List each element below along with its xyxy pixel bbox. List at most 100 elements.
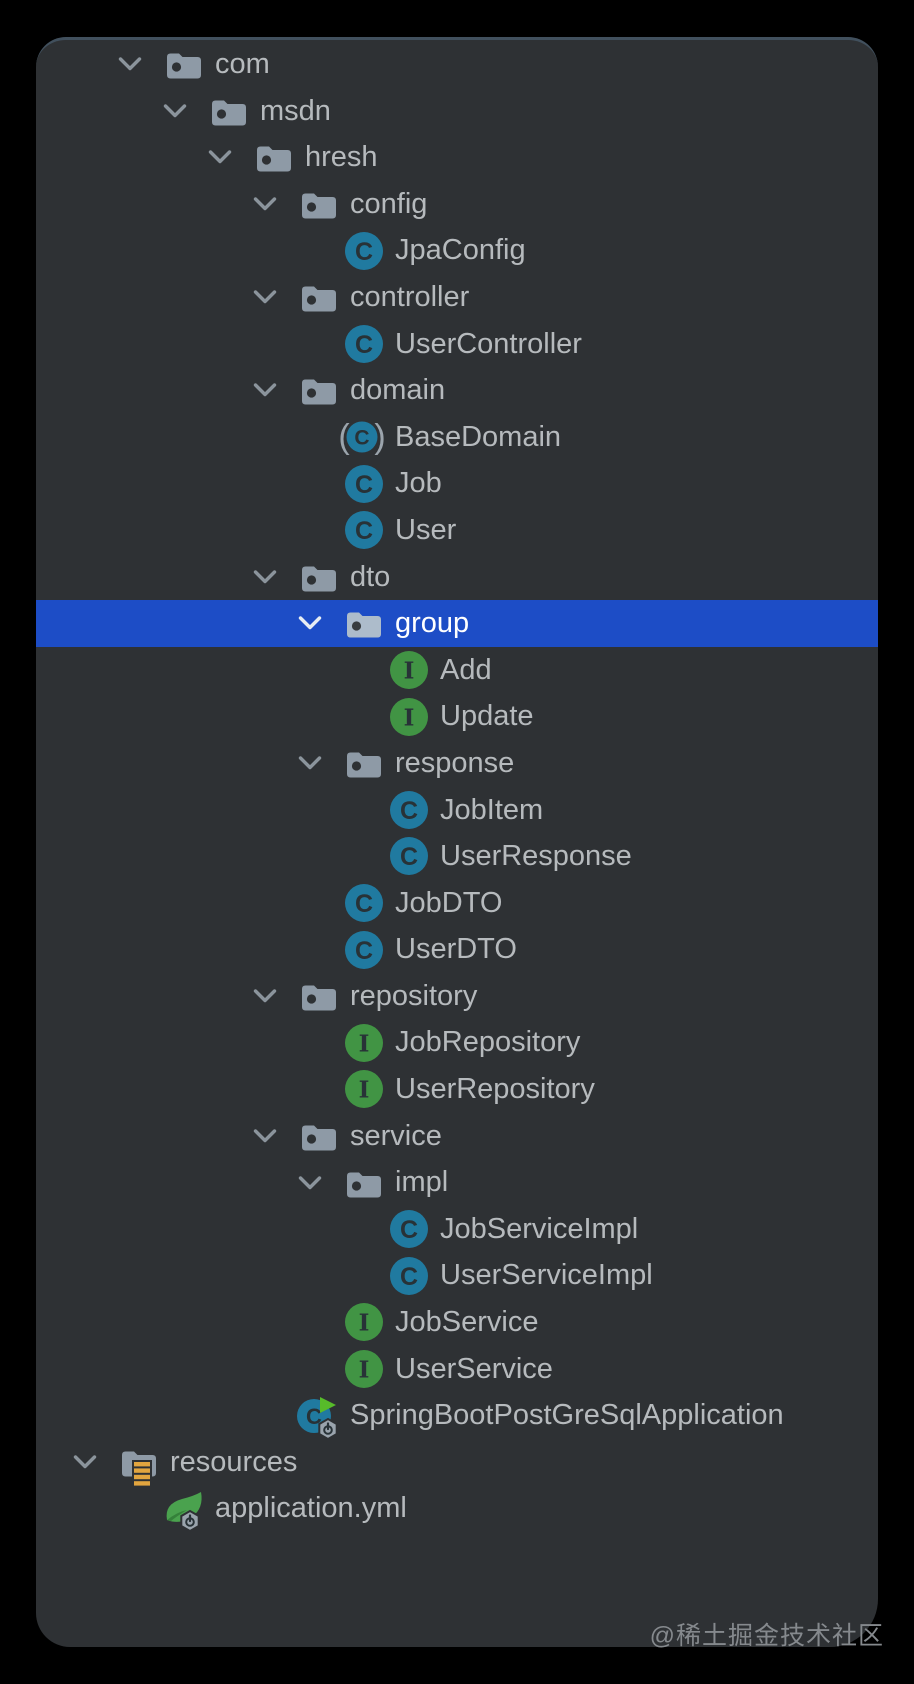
project-tree-panel: com msdn hresh config [36, 37, 878, 1647]
svg-text:I: I [404, 704, 415, 731]
tree-row-application.yml[interactable]: application.yml [36, 1485, 878, 1532]
tree-row-basedomain[interactable]: ( C ) BaseDomain [36, 414, 878, 461]
tree-row-update[interactable]: I Update [36, 693, 878, 740]
chevron-down-icon[interactable] [253, 1129, 277, 1143]
class-icon: C [390, 790, 428, 830]
tree-row-userservice[interactable]: I UserService [36, 1346, 878, 1393]
interface-icon: I [345, 1023, 383, 1063]
tree-row-response[interactable]: response [36, 740, 878, 787]
chevron-down-icon[interactable] [73, 1455, 97, 1469]
tree-row-resources[interactable]: resources [36, 1439, 878, 1487]
resources-folder-icon [120, 1442, 158, 1487]
folder-icon [300, 370, 338, 410]
tree-item-label: JobItem [440, 793, 544, 826]
interface-icon: I [345, 1069, 383, 1109]
chevron-down-icon[interactable] [163, 104, 187, 118]
interface-icon: I [345, 1349, 383, 1389]
folder-icon [300, 557, 338, 597]
chevron-down-icon[interactable] [298, 756, 322, 770]
tree-row-jpaconfig[interactable]: C JpaConfig [36, 227, 878, 274]
tree-item-label: application.yml [215, 1492, 407, 1525]
chevron-down-icon[interactable] [253, 290, 277, 304]
chevron-down-icon[interactable] [253, 383, 277, 397]
tree-row-service[interactable]: service [36, 1113, 878, 1160]
tree-item-label: com [215, 48, 270, 80]
tree-item-label: Update [440, 700, 534, 733]
chevron-down-icon[interactable] [253, 989, 277, 1003]
svg-text:I: I [404, 658, 415, 685]
class-icon: C [390, 1256, 428, 1296]
chevron-down-icon[interactable] [253, 197, 277, 211]
spring-config-icon [165, 1489, 203, 1532]
svg-text:C: C [355, 890, 373, 918]
tree-row-domain[interactable]: domain [36, 367, 878, 414]
tree-row-jobitem[interactable]: C JobItem [36, 787, 878, 834]
tree-row-jobrepository[interactable]: I JobRepository [36, 1019, 878, 1066]
tree-row-springbootpostgresqlapplication[interactable]: C SpringBootPostGreSqlApplication [36, 1392, 878, 1440]
svg-text:C: C [400, 843, 418, 871]
tree-item-label: UserResponse [440, 840, 632, 873]
svg-text:I: I [359, 1077, 370, 1104]
svg-text:C: C [306, 1404, 322, 1429]
tree-item-label: JobDTO [395, 886, 503, 919]
tree-item-label: Job [395, 467, 442, 500]
tree-item-label: dto [350, 560, 391, 593]
tree-item-label: hresh [305, 141, 378, 174]
class-icon: C [390, 836, 428, 876]
folder-icon [210, 91, 248, 131]
svg-text:C: C [355, 238, 373, 266]
folder-icon [165, 44, 203, 84]
tree-row-userserviceimpl[interactable]: C UserServiceImpl [36, 1252, 878, 1299]
tree-row-userdto[interactable]: C UserDTO [36, 926, 878, 973]
svg-text:C: C [355, 517, 373, 545]
chevron-down-icon[interactable] [118, 57, 142, 71]
tree-item-label: response [395, 746, 515, 779]
class-icon: C [345, 510, 383, 550]
tree-item-label: Add [440, 653, 492, 686]
tree-item-label: UserController [395, 327, 582, 360]
tree-row-com[interactable]: com [36, 41, 878, 88]
tree-row-impl[interactable]: impl [36, 1159, 878, 1206]
chevron-down-icon[interactable] [298, 1175, 322, 1190]
svg-text:C: C [400, 1216, 418, 1244]
folder-icon [300, 184, 338, 224]
chevron-down-icon[interactable] [253, 570, 277, 584]
tree-item-label: JobServiceImpl [440, 1212, 639, 1245]
tree-item-label: UserServiceImpl [440, 1259, 653, 1292]
folder-icon [300, 1116, 338, 1156]
tree-row-user[interactable]: C User [36, 507, 878, 554]
tree-row-jobdto[interactable]: C JobDTO [36, 880, 878, 927]
tree-item-label: JpaConfig [395, 234, 526, 267]
svg-text:(: ( [338, 418, 350, 456]
tree-item-label: JobService [395, 1306, 539, 1339]
tree-item-label: resources [170, 1445, 298, 1478]
svg-text:C: C [355, 471, 373, 499]
chevron-down-icon[interactable] [298, 616, 322, 630]
interface-icon: I [345, 1302, 383, 1342]
tree-row-jobserviceimpl[interactable]: C JobServiceImpl [36, 1206, 878, 1253]
tree-row-dto[interactable]: dto [36, 554, 878, 601]
tree-row-userresponse[interactable]: C UserResponse [36, 833, 878, 880]
abstract-class-icon: ( C ) [338, 417, 385, 457]
folder-icon [345, 743, 383, 783]
tree-row-jobservice[interactable]: I JobService [36, 1299, 878, 1346]
tree-row-add[interactable]: I Add [36, 647, 878, 694]
folder-icon [345, 603, 383, 643]
folder-icon [300, 976, 338, 1016]
tree-row-hresh[interactable]: hresh [36, 134, 878, 181]
tree-row-usercontroller[interactable]: C UserController [36, 321, 878, 368]
tree-row-controller[interactable]: controller [36, 274, 878, 321]
tree-row-job[interactable]: C Job [36, 460, 878, 507]
tree-row-group[interactable]: group [36, 600, 878, 647]
watermark: @稀土掘金技术社区 [649, 1622, 884, 1650]
tree-row-userrepository[interactable]: I UserRepository [36, 1066, 878, 1113]
chevron-down-icon[interactable] [208, 150, 232, 164]
tree-row-repository[interactable]: repository [36, 973, 878, 1020]
tree-row-config[interactable]: config [36, 181, 878, 228]
tree-item-label: User [395, 513, 457, 546]
svg-text:C: C [354, 427, 369, 450]
svg-text:I: I [359, 1030, 370, 1057]
tree-item-label: config [350, 187, 428, 220]
tree-row-msdn[interactable]: msdn [36, 88, 878, 135]
tree-item-label: UserDTO [395, 933, 517, 966]
